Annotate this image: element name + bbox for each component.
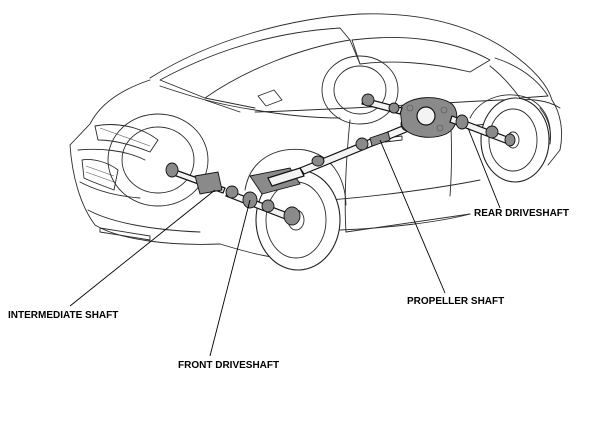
label-propeller-shaft: PROPELLER SHAFT — [407, 296, 505, 307]
intermediate-shaft — [165, 162, 226, 195]
leader-intermediate-shaft — [69, 189, 216, 307]
front-driveshaft — [225, 185, 301, 226]
car-body-outline — [69, 13, 563, 261]
label-intermediate-shaft: INTERMEDIATE SHAFT — [8, 310, 119, 321]
rear-left-wheel — [321, 55, 399, 125]
leader-propeller-shaft — [379, 139, 446, 294]
label-rear-driveshaft: REAR DRIVESHAFT — [474, 208, 570, 219]
transfer-assembly — [249, 167, 305, 195]
leader-lines — [69, 127, 501, 357]
rear-driveshaft-left — [361, 93, 403, 115]
rear-differential — [399, 97, 458, 138]
label-front-driveshaft: FRONT DRIVESHAFT — [178, 360, 280, 371]
leader-front-driveshaft — [209, 199, 251, 357]
front-left-wheel — [107, 113, 209, 207]
leader-rear-driveshaft — [467, 127, 501, 209]
rear-driveshaft-right — [449, 114, 516, 147]
propeller-shaft — [299, 116, 417, 175]
